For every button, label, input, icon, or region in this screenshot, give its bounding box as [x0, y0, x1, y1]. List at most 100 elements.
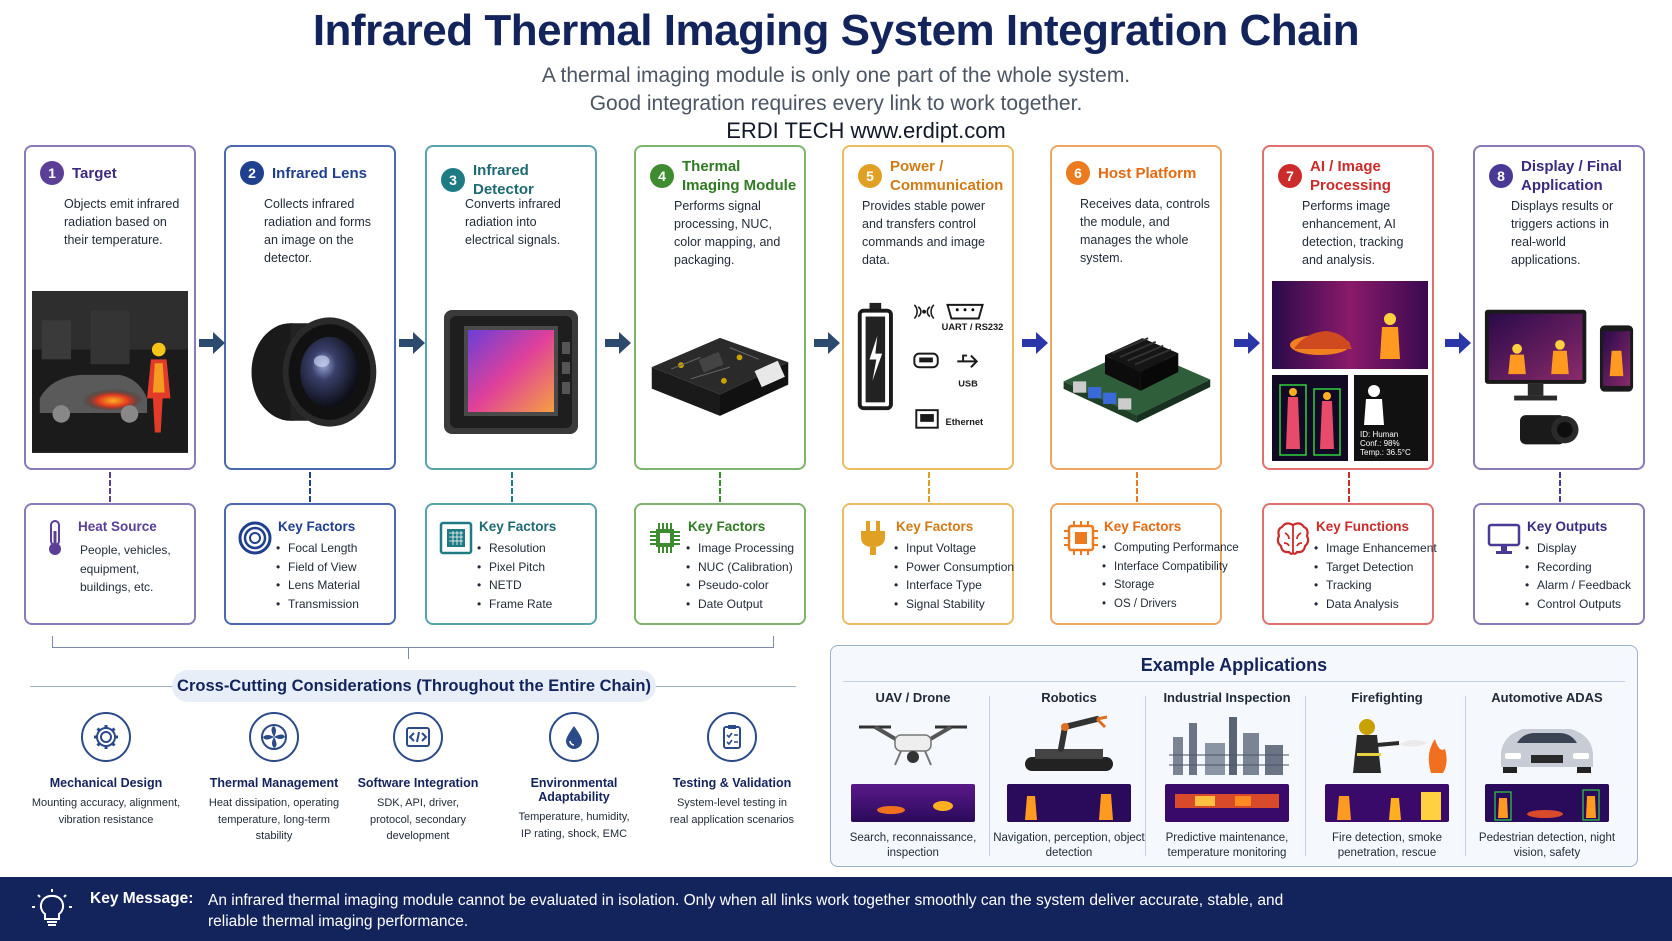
- factor-title: Key Factors: [479, 519, 557, 534]
- display-devices-image: [1481, 299, 1637, 459]
- example-desc: Fire detection, smoke penetration, rescu…: [1332, 832, 1442, 859]
- thermal-preview-firefighting: [1325, 784, 1449, 822]
- example-desc: Navigation, perception, object detection: [993, 832, 1145, 859]
- firefighter-icon: [1353, 719, 1447, 773]
- uart-label: UART / RS232: [942, 322, 1004, 332]
- lens-rings-icon: [238, 521, 272, 555]
- factor-item: Field of View: [276, 558, 360, 577]
- cross-cutting-desc: Temperature, humidity, IP rating, shock,…: [518, 811, 630, 840]
- cross-cutting-desc: Mounting accuracy, alignment, vibration …: [31, 797, 181, 826]
- example-name: Automotive ADAS: [1491, 690, 1603, 705]
- example-column-separator: [1305, 696, 1306, 856]
- droplet-icon: [549, 712, 599, 762]
- factor-item: Target Detection: [1314, 558, 1437, 577]
- code-icon: [393, 712, 443, 762]
- chain-arrow-icon: [199, 332, 225, 354]
- brand-text: ERDI TECH www.erdipt.com: [726, 118, 1006, 143]
- chain-arrow-icon: [1445, 332, 1471, 354]
- chain-card-detector: 3 Infrared Detector Converts infrared ra…: [425, 145, 597, 470]
- page-title: Infrared Thermal Imaging System Integrat…: [312, 6, 1360, 55]
- card-description: Performs signal processing, NUC, color m…: [674, 199, 781, 267]
- factor-item: Alarm / Feedback: [1525, 576, 1631, 595]
- connector-dash: [719, 472, 721, 502]
- factory-icon: [1169, 717, 1289, 775]
- fan-icon: [249, 712, 299, 762]
- detector-chip-image: [433, 287, 589, 457]
- chain-arrow-icon: [399, 332, 425, 354]
- example-applications-panel: Example Applications UAV / Drone Search,…: [830, 645, 1638, 867]
- subtitle-line-1: A thermal imaging module is only one par…: [541, 64, 1131, 87]
- factor-item: OS / Drivers: [1102, 595, 1239, 614]
- connector-dash: [511, 472, 513, 502]
- ai-processing-images: ID: Human Conf.: 98% Temp.: 36.5°C: [1270, 279, 1428, 461]
- ethernet-label: Ethernet: [946, 417, 984, 427]
- card-title: Infrared Detector: [473, 162, 534, 198]
- cross-cutting-mechanical: Mechanical Design Mounting accuracy, ali…: [31, 712, 181, 828]
- factor-box-ai: Key Functions Image Enhancement Target D…: [1262, 503, 1437, 625]
- card-title: Display / Final Application: [1521, 158, 1622, 194]
- cross-cutting-testing: Testing & Validation System-level testin…: [657, 712, 807, 828]
- cross-cutting-bracket-stem: [408, 647, 409, 659]
- cross-cutting-name: Mechanical Design: [49, 776, 163, 790]
- chain-arrow-icon: [605, 332, 631, 354]
- card-description: Performs image enhancement, AI detection…: [1302, 199, 1404, 267]
- factor-item: Recording: [1525, 558, 1631, 577]
- thermal-preview-automotive: [1485, 784, 1609, 822]
- factor-item: Image Enhancement: [1314, 539, 1437, 558]
- card-title: Host Platform: [1098, 164, 1197, 182]
- connector-dash: [1136, 472, 1138, 502]
- factor-box-display: Key Outputs Display Recording Alarm / Fe…: [1473, 503, 1645, 625]
- connector-dash: [1559, 472, 1561, 502]
- factor-item: Storage: [1102, 576, 1239, 595]
- chain-arrow-icon: [1234, 332, 1260, 354]
- thermal-preview-industrial: [1165, 784, 1289, 822]
- cross-cutting-name: Testing & Validation: [672, 776, 792, 790]
- factor-box-lens: Key Factors Focal Length Field of View L…: [224, 503, 396, 625]
- chain-card-display: 8 Display / Final Application Displays r…: [1473, 145, 1645, 470]
- example-name: UAV / Drone: [875, 690, 951, 705]
- infrared-lens-image: [232, 287, 388, 457]
- car-icon: [1501, 729, 1593, 773]
- factor-item: NUC (Calibration): [686, 558, 794, 577]
- factor-item: Pseudo-color: [686, 576, 794, 595]
- card-title: AI / Image Processing: [1310, 158, 1391, 194]
- power-interfaces-image: UART / RS232 USB Ethernet: [850, 297, 1006, 457]
- example-name: Firefighting: [1351, 690, 1423, 705]
- example-name: Industrial Inspection: [1163, 690, 1291, 705]
- cross-cutting-thermal: Thermal Management Heat dissipation, ope…: [199, 712, 349, 845]
- factor-list: Image Processing NUC (Calibration) Pseud…: [686, 539, 794, 614]
- card-description: Collects infrared radiation and forms an…: [264, 197, 372, 265]
- example-column-separator: [1465, 696, 1466, 856]
- factor-text: People, vehicles, equipment, buildings, …: [80, 543, 171, 594]
- factor-item: Image Processing: [686, 539, 794, 558]
- factor-box-module: Key Factors Image Processing NUC (Calibr…: [634, 503, 806, 625]
- clipboard-check-icon: [707, 712, 757, 762]
- factor-list: Display Recording Alarm / Feedback Contr…: [1525, 539, 1631, 613]
- cross-cutting-title: Cross-Cutting Considerations (Throughout…: [172, 670, 656, 702]
- factor-title: Key Factors: [278, 519, 356, 534]
- factor-title: Key Factors: [688, 519, 766, 534]
- factor-item: Display: [1525, 539, 1631, 558]
- step-number: 7: [1278, 164, 1302, 188]
- card-title: Power / Communication: [890, 158, 1004, 194]
- example-firefighting: Firefighting Fire detection, smoke penet…: [1311, 690, 1463, 860]
- example-divider: [843, 681, 1625, 682]
- cross-cutting-bracket: [52, 636, 774, 648]
- factor-box-heat-source: Heat Source People, vehicles, equipment,…: [24, 503, 196, 625]
- factor-item: NETD: [477, 576, 552, 595]
- example-name: Robotics: [1041, 690, 1097, 705]
- step-number: 6: [1066, 161, 1090, 185]
- example-automotive: Automotive ADAS Pedestrian detection, ni…: [1471, 690, 1623, 860]
- connector-dash: [1348, 472, 1350, 502]
- factor-item: Date Output: [686, 595, 794, 614]
- factor-item: Resolution: [477, 539, 552, 558]
- card-description: Receives data, controls the module, and …: [1080, 197, 1210, 265]
- thermal-preview-robotics: [1007, 784, 1131, 822]
- chain-card-ai: 7 AI / Image Processing Performs image e…: [1262, 145, 1434, 470]
- cpu-icon: [1064, 521, 1098, 555]
- brain-icon: [1276, 522, 1310, 555]
- card-description: Provides stable power and transfers cont…: [862, 199, 985, 267]
- factor-item: Interface Type: [894, 576, 1014, 595]
- example-applications-title: Example Applications: [1140, 655, 1328, 675]
- factor-list: Input Voltage Power Consumption Interfac…: [894, 539, 1014, 613]
